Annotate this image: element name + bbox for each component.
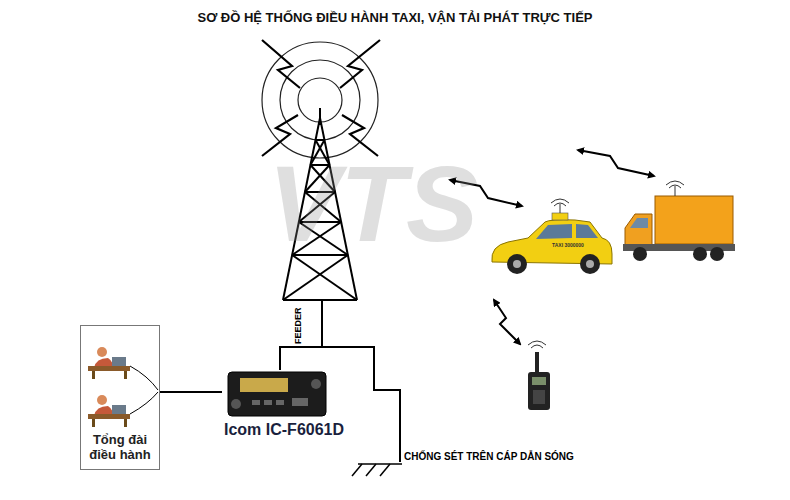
taxi-plate: TAXI 3000000 bbox=[552, 243, 584, 248]
handheld-radio bbox=[528, 341, 550, 410]
mobile-radio-unit: Icom IC-F6061D bbox=[222, 368, 346, 445]
connector-line bbox=[160, 391, 222, 393]
dispatch-center-box: Tổng đài điều hành bbox=[80, 325, 160, 470]
truck bbox=[623, 181, 735, 261]
mobile-radio bbox=[228, 372, 326, 416]
node-text: Icom IC-F6061D bbox=[224, 420, 344, 439]
ground-symbol bbox=[352, 464, 402, 476]
radio-waves bbox=[262, 42, 378, 158]
feeder-label: FEEDER bbox=[294, 307, 303, 344]
watermark: VTS bbox=[268, 150, 478, 258]
lightning-bolts bbox=[262, 40, 380, 156]
dispatcher-icons bbox=[88, 347, 158, 427]
taxi-car bbox=[492, 199, 612, 274]
surge-protection-label: CHỐNG SÉT TRÊN CÁP DẪN SÓNG bbox=[404, 452, 574, 462]
node-text: Tổng đài điều hành bbox=[83, 432, 157, 463]
diagram-title: SƠ ĐỒ HỆ THỐNG ĐIỀU HÀNH TAXI, VẬN TẢI P… bbox=[0, 10, 790, 25]
